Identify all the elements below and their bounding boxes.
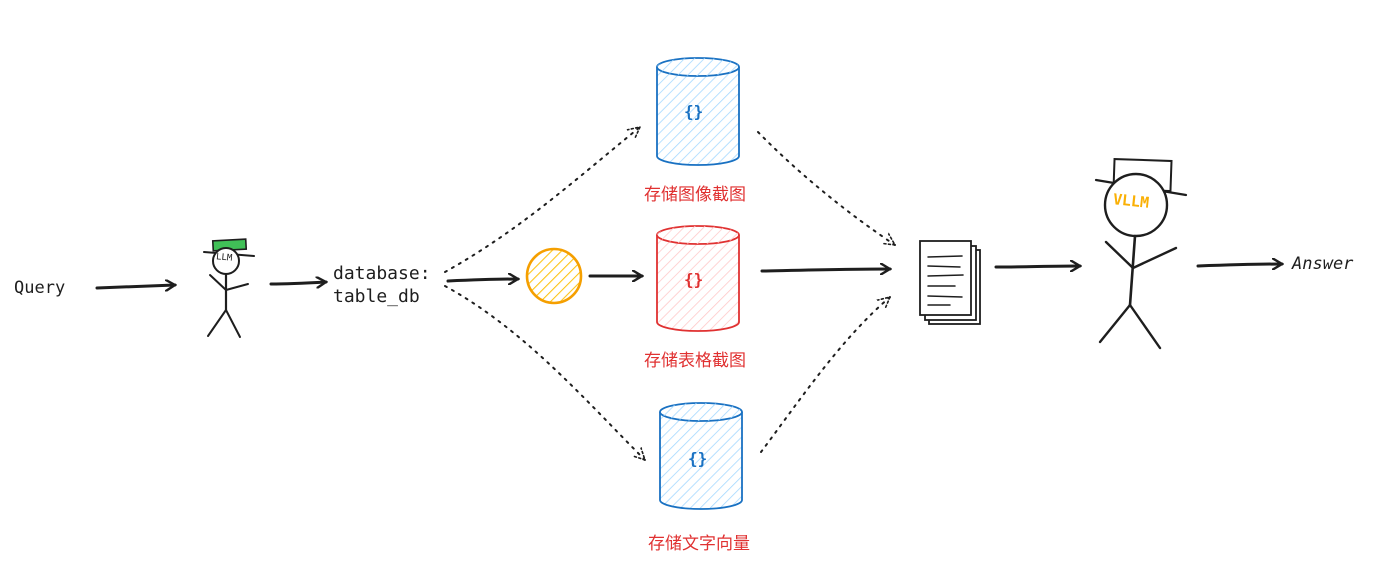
arrow-docs-to-vllm: [994, 266, 1080, 267]
database-label-line2: table_db: [333, 286, 420, 307]
text-store-icon-glyph: {}: [688, 449, 708, 468]
vllm-agent-figure: [1094, 157, 1188, 350]
table-store-icon-glyph: {}: [684, 270, 704, 289]
text-store-cylinder-icon: [659, 402, 743, 510]
dotted-arrow-to-text-store: [444, 285, 645, 460]
table-store-cylinder-icon: [656, 225, 740, 332]
dotted-arrow-to-image-store: [444, 127, 640, 273]
arrow-vllm-to-answer: [1196, 264, 1282, 266]
llm-agent-figure: [203, 238, 255, 338]
dotted-arrow-image-store-to-docs: [757, 131, 895, 245]
llm-hat-label: LLM: [215, 252, 233, 264]
arrow-table-store-to-docs: [760, 269, 890, 271]
vllm-label: VLLM: [1112, 190, 1150, 212]
dotted-arrow-text-store-to-docs: [760, 297, 890, 453]
query-label: Query: [14, 278, 66, 298]
router-circle-icon: [525, 247, 583, 305]
image-store-icon-glyph: {}: [684, 102, 704, 121]
image-store-label: 存储图像截图: [644, 185, 746, 205]
arrow-agent-to-database: [269, 282, 326, 284]
text-store-label: 存储文字向量: [648, 534, 750, 554]
image-store-cylinder-icon: [656, 57, 740, 166]
documents-stack-icon: [919, 240, 981, 325]
database-label-line1: database:: [333, 263, 431, 284]
answer-label: Answer: [1292, 254, 1354, 274]
arrow-database-to-router: [446, 279, 518, 281]
table-store-label: 存储表格截图: [644, 351, 746, 371]
arrow-query-to-agent: [95, 285, 175, 288]
